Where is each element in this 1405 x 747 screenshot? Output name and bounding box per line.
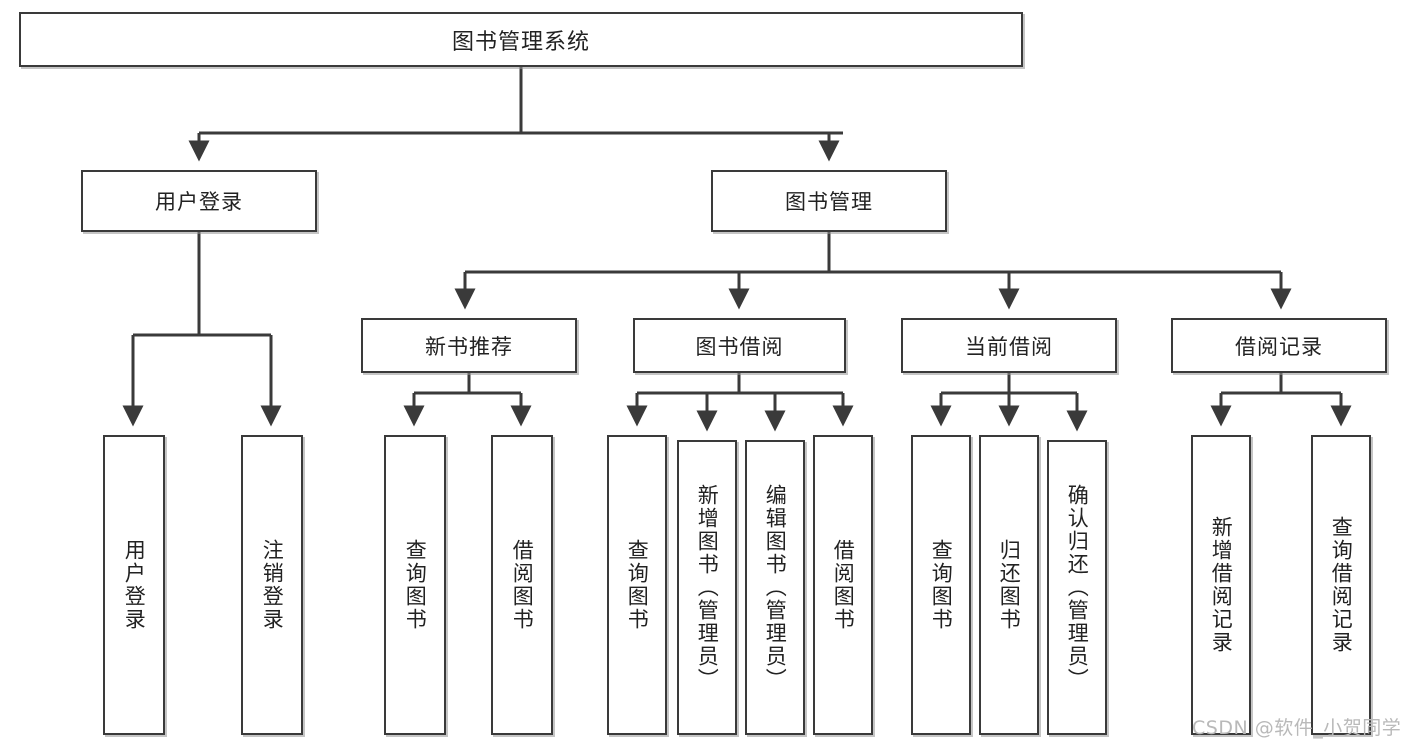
leaf-user-login-logout[interactable]: 注销登录 [241, 435, 303, 735]
node-book-management[interactable]: 图书管理 [711, 170, 947, 232]
node-label: 新增图书（管理员） [695, 484, 720, 691]
node-label: 编辑图书（管理员） [763, 484, 788, 691]
leaf-current-borrow-return[interactable]: 归还图书 [979, 435, 1039, 735]
leaf-book-borrow-query[interactable]: 查询图书 [607, 435, 667, 735]
node-label: 借阅记录 [1235, 334, 1323, 359]
leaf-book-borrow-add[interactable]: 新增图书（管理员） [677, 440, 737, 735]
leaf-borrow-record-add[interactable]: 新增借阅记录 [1191, 435, 1251, 735]
node-root-book-management-system[interactable]: 图书管理系统 [19, 12, 1023, 67]
leaf-new-book-borrow[interactable]: 借阅图书 [491, 435, 553, 735]
node-current-borrow[interactable]: 当前借阅 [901, 318, 1117, 373]
node-label: 新增借阅记录 [1209, 516, 1234, 654]
node-label: 用户登录 [122, 539, 147, 631]
node-label: 用户登录 [155, 190, 243, 214]
node-label: 图书借阅 [695, 334, 784, 359]
node-label: 归还图书 [997, 539, 1022, 631]
leaf-book-borrow-edit[interactable]: 编辑图书（管理员） [745, 440, 805, 735]
node-label: 新书推荐 [425, 334, 513, 359]
leaf-book-borrow-lend[interactable]: 借阅图书 [813, 435, 873, 735]
node-label: 查询图书 [625, 539, 650, 631]
leaf-user-login-login[interactable]: 用户登录 [103, 435, 165, 735]
node-borrow-record[interactable]: 借阅记录 [1171, 318, 1387, 373]
csdn-watermark: CSDN @软件_小贺同学 [1192, 717, 1402, 739]
node-label: 图书管理系统 [451, 29, 590, 55]
node-label: 借阅图书 [831, 539, 856, 631]
leaf-current-borrow-query[interactable]: 查询图书 [911, 435, 971, 735]
node-book-borrow[interactable]: 图书借阅 [633, 318, 846, 373]
node-label: 当前借阅 [965, 334, 1053, 359]
leaf-current-borrow-confirm-return[interactable]: 确认归还（管理员） [1047, 440, 1107, 735]
node-label: 借阅图书 [510, 539, 535, 631]
node-user-login[interactable]: 用户登录 [81, 170, 317, 232]
node-label: 查询图书 [403, 539, 428, 631]
node-label: 图书管理 [785, 190, 873, 214]
node-label: 确认归还（管理员） [1065, 484, 1090, 691]
node-new-book-recommend[interactable]: 新书推荐 [361, 318, 577, 373]
node-label: 查询图书 [929, 539, 954, 631]
leaf-borrow-record-query[interactable]: 查询借阅记录 [1311, 435, 1371, 735]
node-label: 注销登录 [260, 539, 285, 631]
leaf-new-book-query[interactable]: 查询图书 [384, 435, 446, 735]
node-label: 查询借阅记录 [1329, 516, 1354, 654]
